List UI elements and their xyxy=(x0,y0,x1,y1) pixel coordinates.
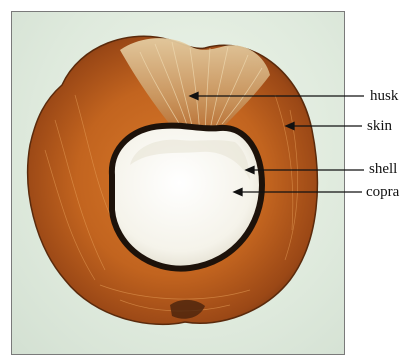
copra-label: copra xyxy=(366,185,399,200)
skin-label: skin xyxy=(367,119,392,134)
husk-label: husk xyxy=(370,89,398,104)
shell-label: shell xyxy=(369,162,397,177)
